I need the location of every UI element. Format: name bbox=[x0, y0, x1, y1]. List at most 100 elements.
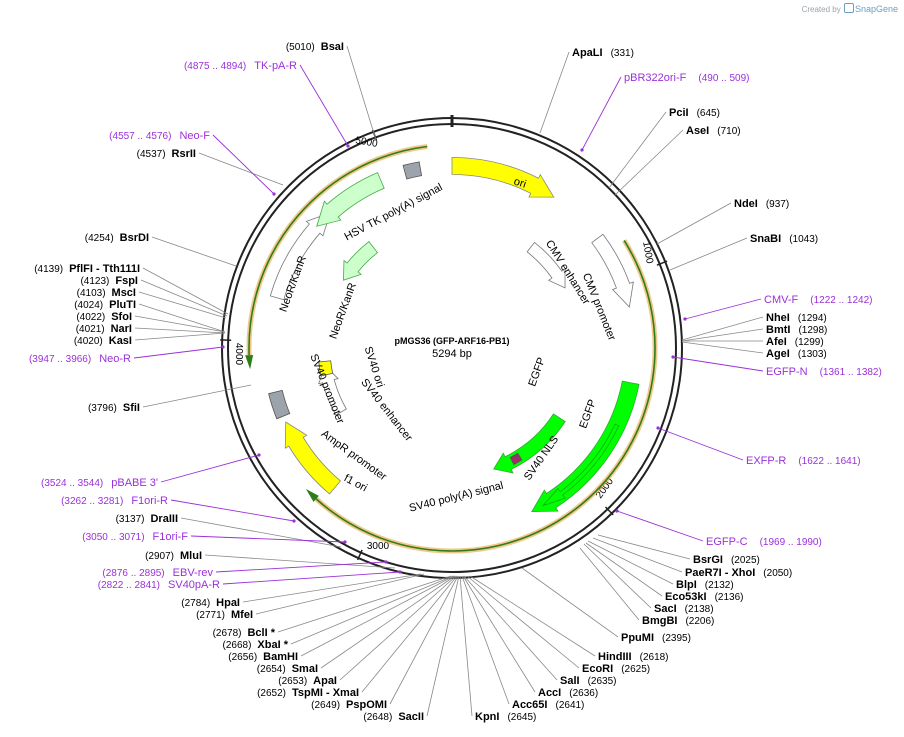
site-name: MscI bbox=[112, 287, 136, 299]
site-position: (1299) bbox=[795, 337, 824, 348]
primer-name: Neo-R bbox=[99, 353, 131, 365]
site-name: SacI bbox=[654, 603, 677, 615]
restriction-site: ApaLI(331) bbox=[572, 47, 634, 59]
site-name: SacII bbox=[398, 711, 424, 723]
restriction-site: RsrII(4537) bbox=[137, 148, 196, 160]
primer-leader bbox=[170, 499, 295, 522]
site-name: BsaI bbox=[321, 41, 344, 53]
primer-name: Neo-F bbox=[179, 130, 210, 142]
site-name: MfeI bbox=[231, 609, 253, 621]
primer-name: TK-pA-R bbox=[254, 60, 297, 72]
primer-name: pBABE 3' bbox=[111, 477, 158, 489]
restriction-site: MfeI(2771) bbox=[196, 609, 253, 621]
site-position: (4022) bbox=[76, 312, 105, 323]
primer-position: (3050 .. 3071) bbox=[82, 532, 144, 543]
primer-name: F1ori-F bbox=[153, 531, 189, 543]
site-name: AfeI bbox=[766, 336, 787, 348]
primer-leader bbox=[672, 356, 764, 372]
site-name: PpuMI bbox=[621, 632, 654, 644]
site-name: BclI * bbox=[247, 627, 275, 639]
sv40-polya-box bbox=[268, 389, 291, 420]
restriction-site: KpnI(2645) bbox=[475, 711, 536, 723]
site-position: (1294) bbox=[798, 313, 827, 324]
tick-mark bbox=[656, 260, 668, 266]
site-position: (2136) bbox=[715, 592, 744, 603]
site-position: (4254) bbox=[85, 233, 114, 244]
site-leader bbox=[426, 575, 460, 717]
site-name: PciI bbox=[669, 107, 689, 119]
site-leader bbox=[204, 554, 396, 569]
site-leader bbox=[521, 567, 619, 638]
site-name: SfiI bbox=[123, 402, 140, 414]
restriction-site: SfoI(4022) bbox=[76, 311, 132, 323]
restriction-site: BlpI(2132) bbox=[676, 579, 734, 591]
tick-mark bbox=[604, 506, 614, 516]
restriction-site: SfiI(3796) bbox=[88, 402, 140, 414]
tick-label: 4000 bbox=[233, 343, 244, 366]
restriction-site: DraIII(3137) bbox=[116, 513, 178, 525]
site-leader bbox=[140, 279, 228, 317]
site-leader bbox=[142, 384, 252, 408]
neor-kanr-arrow-outer bbox=[316, 172, 385, 227]
tick-label: 3000 bbox=[367, 541, 390, 552]
primer: F1ori-F (3050 .. 3071) bbox=[82, 531, 188, 543]
primer-leader bbox=[215, 561, 387, 573]
primer-leader bbox=[684, 298, 762, 320]
site-position: (5010) bbox=[286, 42, 315, 53]
site-name: RsrII bbox=[172, 148, 196, 160]
sv40-ori-box bbox=[318, 360, 334, 377]
site-leader bbox=[151, 236, 237, 267]
ampr-promoter-arrow bbox=[269, 212, 331, 301]
feature-label-cmv-promoter: CMV promoter bbox=[580, 271, 618, 342]
restriction-site: SmaI(2654) bbox=[257, 663, 318, 675]
primer-site-mark bbox=[343, 540, 347, 544]
site-position: (710) bbox=[717, 126, 740, 137]
primer-position: (1361 .. 1382) bbox=[820, 367, 882, 378]
site-position: (1303) bbox=[798, 349, 827, 360]
primer-position: (3524 .. 3544) bbox=[41, 478, 103, 489]
restriction-site: AgeI(1303) bbox=[766, 348, 827, 360]
site-leader bbox=[539, 51, 570, 134]
restriction-site: BmgBI(2206) bbox=[642, 615, 714, 627]
site-name: EcoRI bbox=[582, 663, 613, 675]
site-position: (4139) bbox=[34, 264, 63, 275]
orf-left bbox=[248, 145, 428, 356]
site-leader bbox=[583, 543, 652, 609]
site-leader bbox=[320, 575, 456, 669]
primer-leader bbox=[657, 427, 744, 461]
site-leader bbox=[361, 575, 458, 693]
site-name: DraIII bbox=[150, 513, 178, 525]
primer-position: (1622 .. 1641) bbox=[798, 456, 860, 467]
feature-label-neor-kanr-inner: NeoR/KanR bbox=[328, 281, 359, 340]
site-position: (2206) bbox=[685, 616, 714, 627]
site-name: NdeI bbox=[734, 198, 758, 210]
restriction-site: AseI(710) bbox=[686, 125, 741, 137]
restriction-site: BamHI(2656) bbox=[228, 651, 298, 663]
site-position: (645) bbox=[697, 108, 720, 119]
primer: EBV-rev(2876 .. 2895) bbox=[102, 567, 213, 579]
snapgene-logo-icon bbox=[843, 3, 854, 13]
site-name: BamHI bbox=[263, 651, 298, 663]
restriction-site: NheI(1294) bbox=[766, 312, 827, 324]
site-position: (2132) bbox=[705, 580, 734, 591]
primer-site-mark bbox=[398, 570, 402, 574]
site-position: (1298) bbox=[798, 325, 827, 336]
site-position: (2654) bbox=[257, 664, 286, 675]
site-name: BsrDI bbox=[120, 232, 149, 244]
site-position: (2025) bbox=[731, 555, 760, 566]
plasmid-length: 5294 bp bbox=[432, 348, 472, 360]
site-name: PflFI - Tth111I bbox=[69, 263, 140, 275]
site-leader bbox=[300, 575, 455, 657]
primer-name: EXFP-R bbox=[746, 455, 786, 467]
site-position: (2641) bbox=[555, 700, 584, 711]
restriction-site: SacII(2648) bbox=[363, 711, 424, 723]
site-leader bbox=[597, 534, 691, 560]
restriction-site: TspMI - XmaI(2652) bbox=[257, 687, 359, 699]
site-leader bbox=[579, 547, 640, 621]
primer-leader bbox=[222, 571, 401, 585]
feature-label-sv40-enhancer: SV40 enhancer bbox=[358, 377, 414, 444]
primer: pBR322ori-F(490 .. 509) bbox=[624, 72, 750, 84]
site-position: (2618) bbox=[640, 652, 669, 663]
orf-right-head bbox=[305, 489, 319, 502]
